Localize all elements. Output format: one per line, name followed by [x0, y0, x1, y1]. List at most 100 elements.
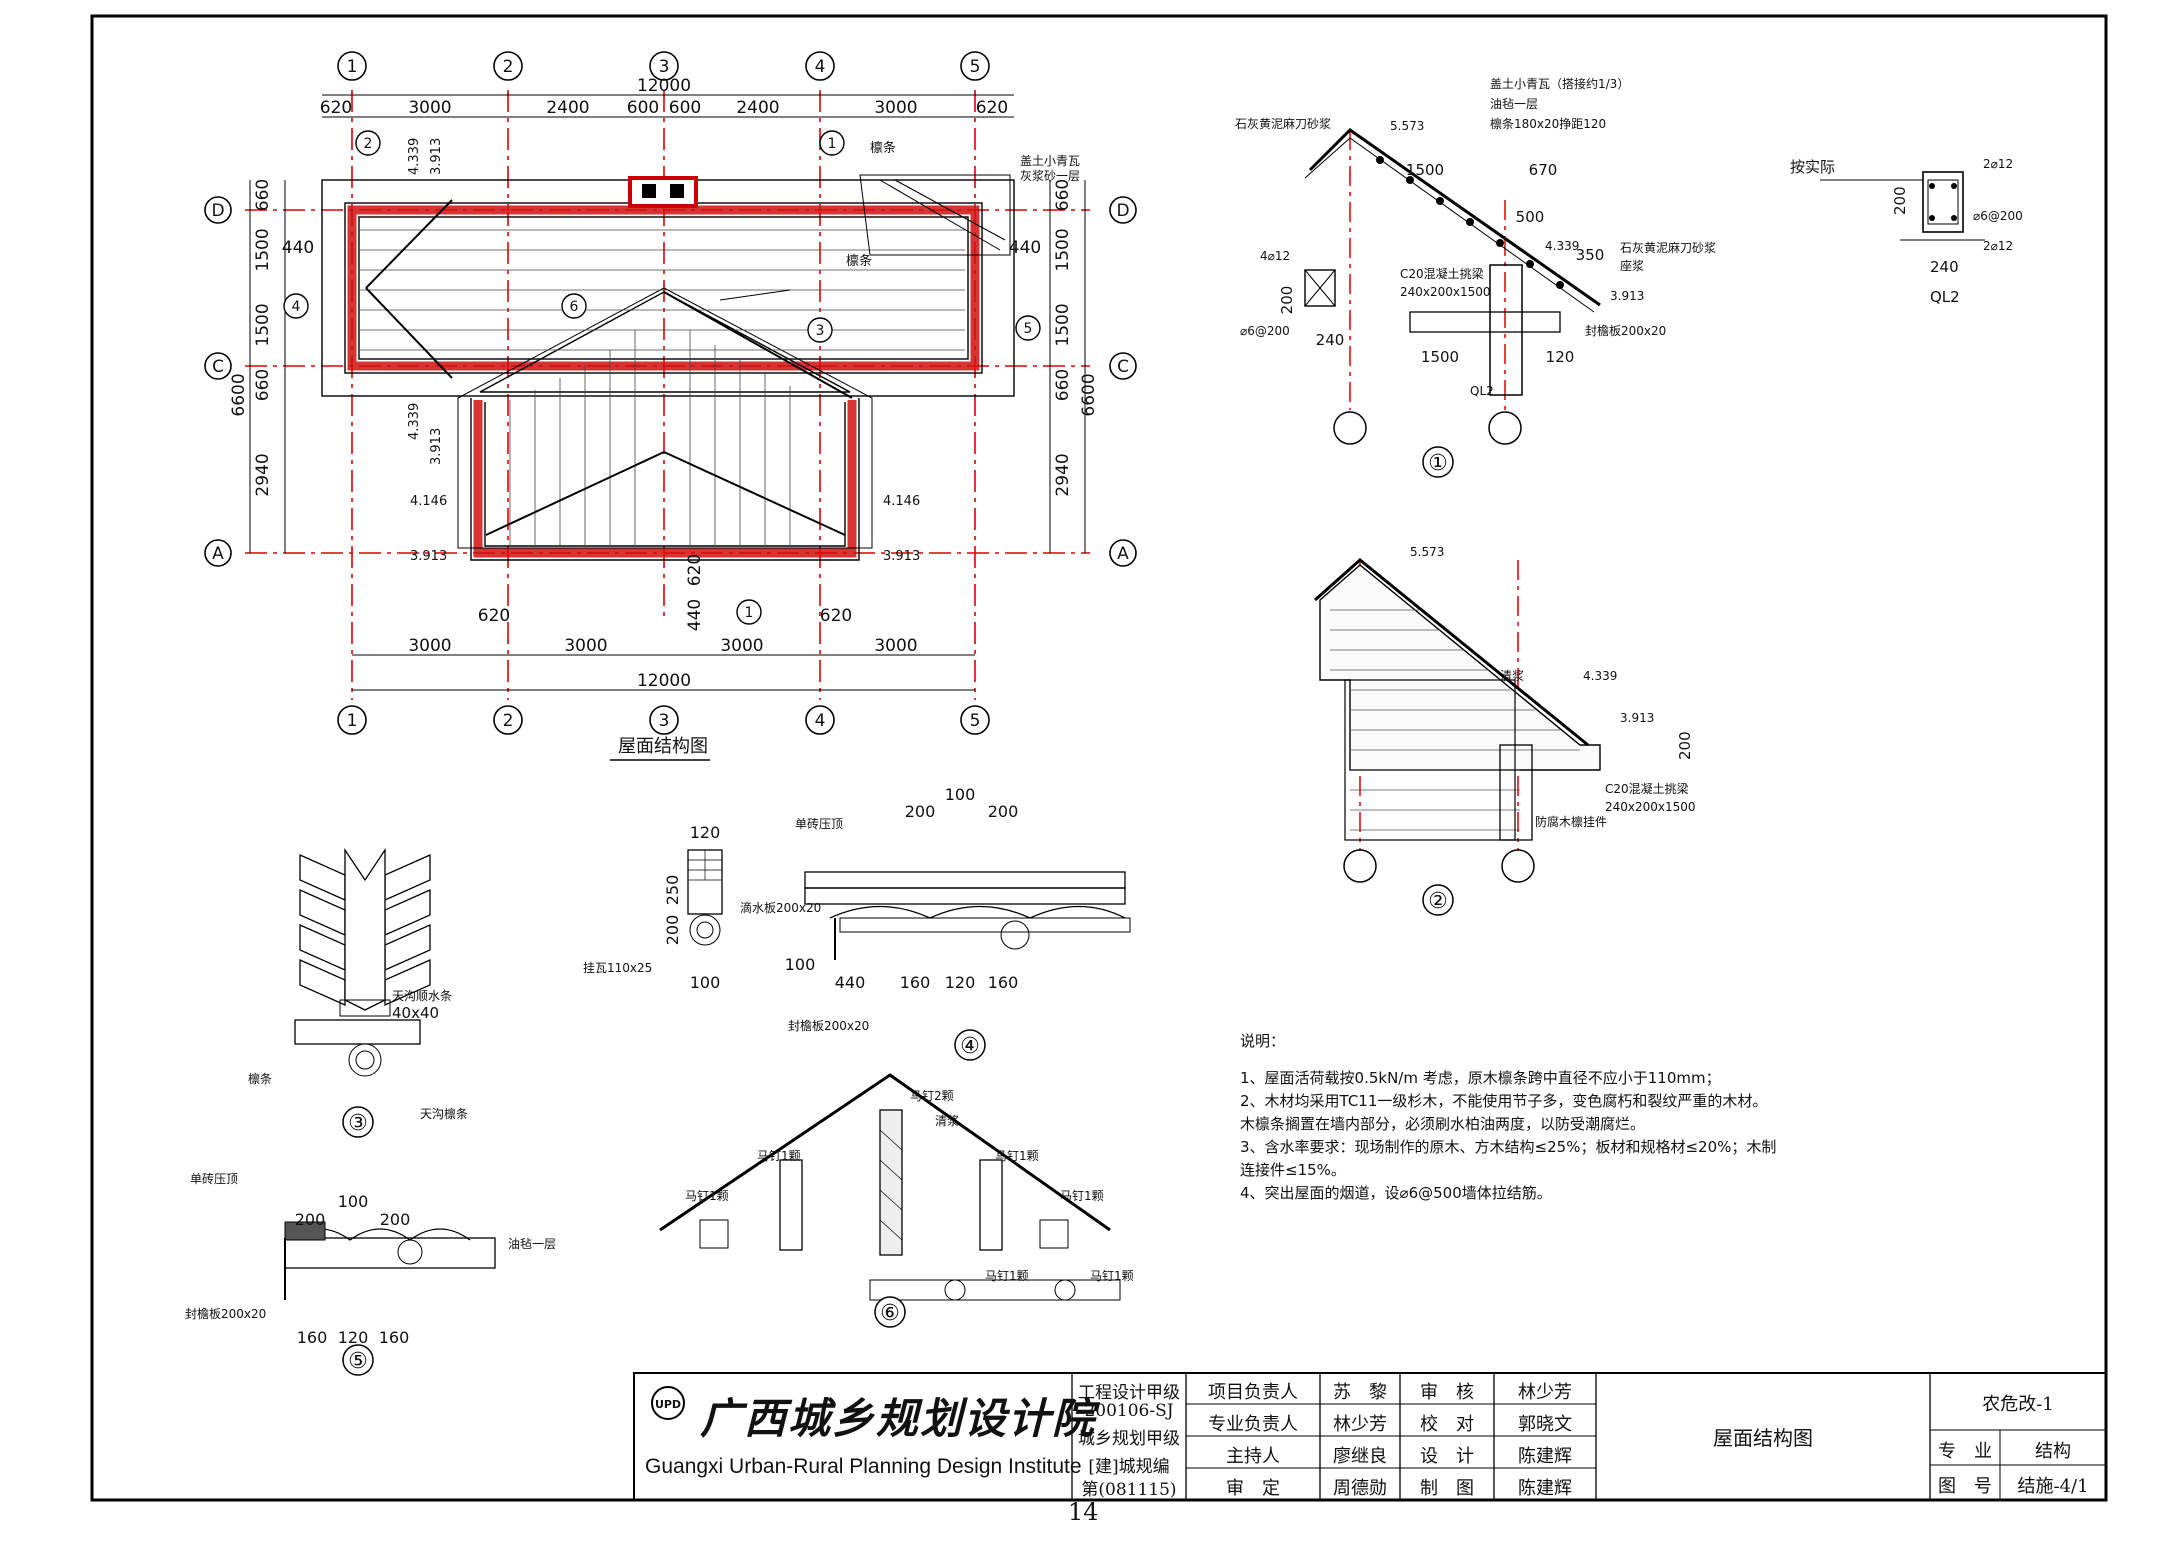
ql2-dim-240: 240 [1930, 258, 1959, 276]
role-design: 设 计 [1420, 1446, 1474, 1467]
detail2-marker: ② [1428, 889, 1448, 914]
grid-letter-c-right: C [1117, 357, 1129, 377]
notes-block: 说明： 1、屋面活荷载按0.5kN/m 考虑，原木檩条跨中直径不应小于110mm… [1240, 1030, 1900, 1205]
dim-right-1500a: 1500 [1053, 228, 1073, 271]
grid-letter-a: A [212, 544, 224, 564]
elev-4339-mid-a: 4.339 [407, 403, 422, 440]
ql2-stirrup: ⌀6@200 [1973, 209, 2023, 223]
d4-label-fascia: 封檐板200x20 [788, 1019, 869, 1033]
grid-num-5-bottom: 5 [970, 711, 981, 731]
dim-top-3000a: 3000 [408, 98, 451, 118]
d1-elev-mid: 4.339 [1545, 239, 1579, 253]
grid-num-1: 1 [347, 57, 358, 77]
d1-note-mortar-a: 石灰黄泥麻刀砂浆 [1235, 116, 1331, 131]
dim-top-620a: 620 [320, 98, 352, 118]
label-tile: 盖土小青瓦 [1020, 154, 1080, 168]
d3-label-gutter: 天沟檩条 [420, 1106, 468, 1121]
role-check: 校 对 [1420, 1414, 1474, 1435]
d6-label-nail2: 马钉2颗 [910, 1089, 954, 1103]
d1-note-rebar: 4⌀12 [1260, 249, 1290, 263]
name-host: 廖继良 [1333, 1446, 1387, 1467]
dim-620-vertical: 620 [685, 554, 705, 586]
dim-top-620b: 620 [976, 98, 1008, 118]
plan-caption: 屋面结构图 [618, 736, 708, 757]
d2-elev-low: 3.913 [1620, 711, 1654, 725]
elev-3913-right: 3.913 [883, 549, 920, 564]
dim-left-660a: 660 [253, 179, 273, 211]
note-item-5: 连接件≤15%。 [1240, 1161, 1346, 1179]
d5-dim-120: 120 [338, 1328, 369, 1347]
role-discipline-lead: 专业负责人 [1208, 1414, 1298, 1435]
qual-line-3: 城乡规划甲级 [1078, 1429, 1180, 1449]
d4-dim-120: 120 [945, 973, 976, 992]
ql2-name: QL2 [1930, 288, 1960, 306]
qual-line-2: 200106-SJ [1084, 1401, 1174, 1421]
label-purlin: 檩条 [846, 253, 872, 269]
detail1-marker: ① [1428, 451, 1448, 476]
name-discipline-lead: 林少芳 [1333, 1414, 1387, 1435]
dim-left-2940: 2940 [253, 453, 273, 496]
detail4-marker: ④ [960, 1034, 980, 1059]
d1-dim-120: 120 [1546, 348, 1575, 366]
grid-letter-a-right: A [1117, 544, 1129, 564]
section-mark-4: 4 [292, 299, 301, 315]
note-item-4: 3、含水率要求：现场制作的原木、方木结构≤25%；板材和规格材≤20%；木制 [1240, 1138, 1777, 1156]
role-project-lead: 项目负责人 [1208, 1382, 1298, 1403]
logo-icon: UPD [655, 1398, 681, 1411]
page-number: 14 [1068, 1498, 1099, 1526]
detail-1: ① 1500 670 500 350 1500 120 240 200 5.57… [1235, 76, 1716, 478]
d1-note-mortar-b: 石灰黄泥麻刀砂浆 [1620, 240, 1716, 255]
d1-dim-500: 500 [1516, 208, 1545, 226]
d5-dim-160b: 160 [379, 1328, 410, 1347]
elev-3913-mid-a: 3.913 [429, 428, 444, 465]
dim-bottom-3000c: 3000 [720, 636, 763, 656]
qual-line-1: 工程设计甲级 [1078, 1383, 1180, 1403]
ql2-section: 按实际 200 240 QL2 2⌀12 ⌀6@200 2⌀12 [1790, 157, 2023, 306]
d1-note-beam: C20混凝土挑梁 [1400, 266, 1484, 281]
d1-dim-670: 670 [1529, 161, 1558, 179]
notes-title: 说明： [1240, 1032, 1286, 1050]
d2-label-hanger: 防腐木檩挂件 [1535, 814, 1607, 829]
name-check: 郭晓文 [1518, 1414, 1572, 1435]
section-mark-1: 1 [828, 136, 837, 152]
dim-overall-bottom: 12000 [637, 671, 691, 691]
grid-num-4: 4 [815, 57, 826, 77]
d6-label-slurry: 清浆 [935, 1113, 959, 1128]
elev-3913-left: 3.913 [410, 549, 447, 564]
dim-440-left: 440 [282, 238, 314, 258]
dim-left-660b: 660 [253, 369, 273, 401]
d4-dim-440: 440 [835, 973, 866, 992]
d6-label-nail-f: 马钉1颗 [1090, 1269, 1134, 1283]
project-name: 农危改-1 [1982, 1394, 2054, 1415]
dim-440-right: 440 [1009, 238, 1041, 258]
d1-dim-200: 200 [1278, 286, 1296, 315]
major-value: 结构 [2035, 1441, 2071, 1462]
role-review: 审 核 [1420, 1382, 1474, 1403]
d3-label-size: 40x40 [392, 1004, 439, 1022]
role-draw: 制 图 [1420, 1478, 1474, 1499]
d3-label-strip: 天沟顺水条 [392, 989, 452, 1003]
d4-dim-100b: 100 [945, 785, 976, 804]
ql2-rebar-top: 2⌀12 [1983, 157, 2013, 171]
dim-bottom-620b: 620 [820, 606, 852, 626]
name-project-lead: 苏 黎 [1333, 1382, 1387, 1403]
ql2-rebar-bottom: 2⌀12 [1983, 239, 2013, 253]
dim-bottom-3000d: 3000 [874, 636, 917, 656]
d1-note-beam-size: 240x200x1500 [1400, 285, 1491, 299]
label-purlin-top: 檩条 [870, 140, 896, 156]
d1-elev-eave: 3.913 [1610, 289, 1644, 303]
d5-label-fascia: 封檐板200x20 [185, 1307, 266, 1321]
note-item-1: 1、屋面活荷载按0.5kN/m 考虑，原木檩条跨中直径不应小于110mm； [1240, 1069, 1721, 1087]
dim-top-2400b: 2400 [736, 98, 779, 118]
d1-note-bed: 座浆 [1620, 258, 1644, 273]
role-host: 主持人 [1226, 1446, 1280, 1467]
d4-label-coping: 单砖压顶 [795, 816, 843, 831]
grid-letter-c: C [212, 357, 224, 377]
section-mark-6: 6 [570, 299, 579, 315]
d2-label-beam-size: 240x200x1500 [1605, 800, 1696, 814]
elev-3913-top-a: 3.913 [429, 138, 444, 175]
roof-plan: 1 2 3 4 5 1 2 3 4 5 D C A D C A [204, 51, 1137, 761]
d2-elev-ridge: 5.573 [1410, 545, 1444, 559]
d4-dim-200a: 200 [905, 802, 936, 821]
